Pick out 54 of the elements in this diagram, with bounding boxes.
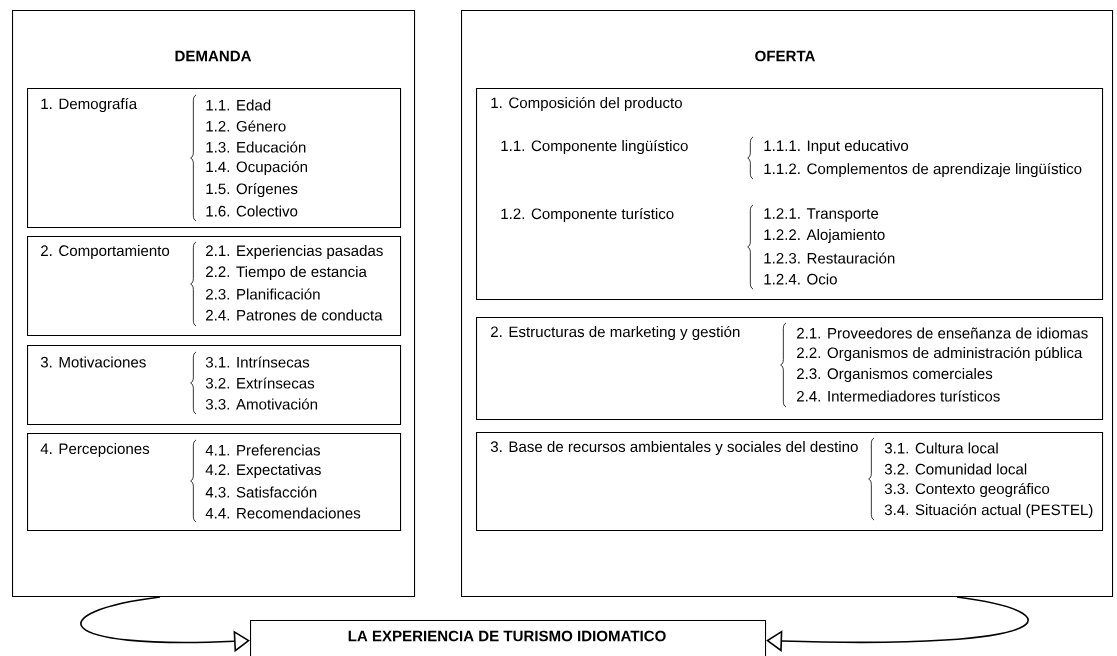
list-item: 1.2.1. Transporte [764, 208, 879, 222]
category-box [27, 236, 402, 337]
list-item: 2.3. Planificación [206, 288, 320, 300]
list-item: 3.2. Comunidad local [884, 463, 1027, 475]
list-item: 2.1. Proveedores de enseñanza de idiomas [797, 327, 1088, 339]
section-panel [250, 620, 767, 656]
category-box [27, 345, 402, 426]
list-item: 1.1. Edad [206, 99, 271, 111]
list-item: 1.2.3. Restauración [764, 252, 895, 264]
category-heading: 3. Base de recursos ambientales y sociales del destino [490, 440, 858, 455]
category-heading: 3. Motivaciones [40, 356, 146, 368]
list-item: 3.3. Contexto geográfico [884, 482, 1050, 498]
list-item: 1.5. Orígenes [206, 182, 298, 198]
category-heading: 1. Demografía [41, 97, 138, 113]
list-item: 2.4. Patrones de conducta [206, 309, 383, 321]
list-item: 1.1.2. Complementos de aprendizaje lingüístico [764, 162, 1082, 178]
list-item: 2.2. Tiempo de estancia [206, 265, 367, 280]
category-box [476, 88, 1104, 301]
list-item: 1.3. Educación [206, 141, 306, 153]
list-item: 1.2. Componente turístico [501, 207, 674, 223]
curved-arrow [766, 596, 1029, 652]
category-heading: 1. Composición del producto [491, 96, 682, 112]
list-item: 3.3. Amotivación [205, 398, 318, 410]
list-item: 1.2.2. Alojamiento [764, 229, 885, 243]
section-panel [12, 10, 416, 598]
category-box [476, 317, 1104, 421]
list-item: 1.4. Ocupación [206, 160, 307, 176]
category-box [27, 88, 402, 229]
section-panel [461, 10, 1114, 598]
list-item: 1.2. Género [206, 120, 286, 132]
list-item: 1.6. Colectivo [206, 205, 298, 217]
category-box [27, 433, 402, 532]
list-item: 4.3. Satisfacción [205, 486, 317, 498]
list-item: 1.2.4. Ocio [764, 273, 837, 285]
list-item: 2.2. Organismos de administración pública [797, 346, 1083, 362]
category-heading: 2. Comportamiento [41, 245, 170, 259]
list-item: 4.2. Expectativas [205, 463, 321, 478]
list-item: 1.1.1. Input educativo [764, 140, 909, 154]
section-title: DEMANDA [175, 50, 252, 62]
list-item: 4.1. Preferencias [205, 444, 320, 456]
section-title: LA EXPERIENCIA DE TURISMO IDIOMATICO [348, 630, 666, 642]
list-item: 3.4. Situación actual (PESTEL) [884, 503, 1093, 519]
section-title: OFERTA [755, 50, 815, 62]
list-item: 2.4. Intermediadores turísticos [797, 390, 1000, 402]
list-item: 2.1. Experiencias pasadas [206, 245, 383, 259]
list-item: 3.1. Intrínsecas [205, 356, 310, 368]
list-item: 3.2. Extrínsecas [205, 377, 315, 389]
list-item: 3.1. Cultura local [884, 442, 998, 454]
list-item: 1.1. Componente lingüístico [501, 139, 688, 155]
list-item: 2.3. Organismos comerciales [797, 368, 993, 382]
category-box [476, 432, 1104, 532]
list-item: 4.4. Recomendaciones [205, 507, 361, 519]
category-heading: 4. Percepciones [40, 442, 150, 457]
category-heading: 2. Estructuras de marketing y gestión [491, 325, 740, 341]
